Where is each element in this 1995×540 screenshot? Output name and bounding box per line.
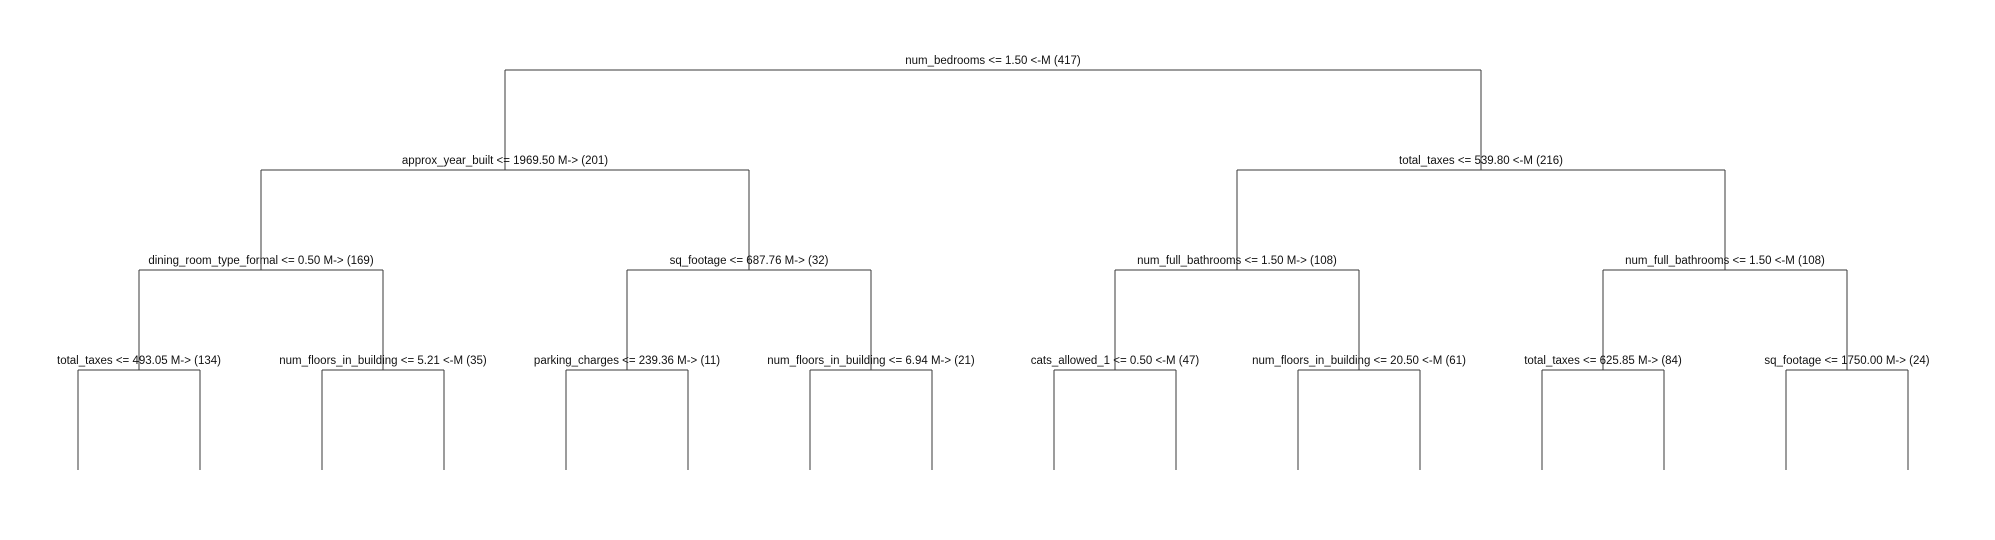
split-node-label: num_floors_in_building <= 6.94 M-> (21) [767,355,975,367]
split-node-label: num_full_bathrooms <= 1.50 <-M (108) [1625,255,1825,267]
split-node-label: total_taxes <= 493.05 M-> (134) [57,355,221,367]
split-node-label: num_floors_in_building <= 20.50 <-M (61) [1252,355,1466,367]
split-node-label: cats_allowed_1 <= 0.50 <-M (47) [1031,355,1200,367]
split-node-label: num_bedrooms <= 1.50 <-M (417) [905,55,1081,67]
split-node-label: num_full_bathrooms <= 1.50 M-> (108) [1137,255,1337,267]
split-node-label: num_floors_in_building <= 5.21 <-M (35) [279,355,487,367]
split-node-label: approx_year_built <= 1969.50 M-> (201) [402,155,608,167]
split-node-label: sq_footage <= 687.76 M-> (32) [670,255,829,267]
split-node-label: sq_footage <= 1750.00 M-> (24) [1764,355,1929,367]
tree-edges [77,69,1909,470]
split-node-label: dining_room_type_formal <= 0.50 M-> (169… [148,255,374,267]
split-node-label: parking_charges <= 239.36 M-> (11) [534,355,720,367]
split-node-label: total_taxes <= 625.85 M-> (84) [1524,355,1682,367]
split-node-label: total_taxes <= 539.80 <-M (216) [1399,155,1563,167]
tree-node-labels: num_bedrooms <= 1.50 <-M (417) approx_yea… [57,55,1930,367]
